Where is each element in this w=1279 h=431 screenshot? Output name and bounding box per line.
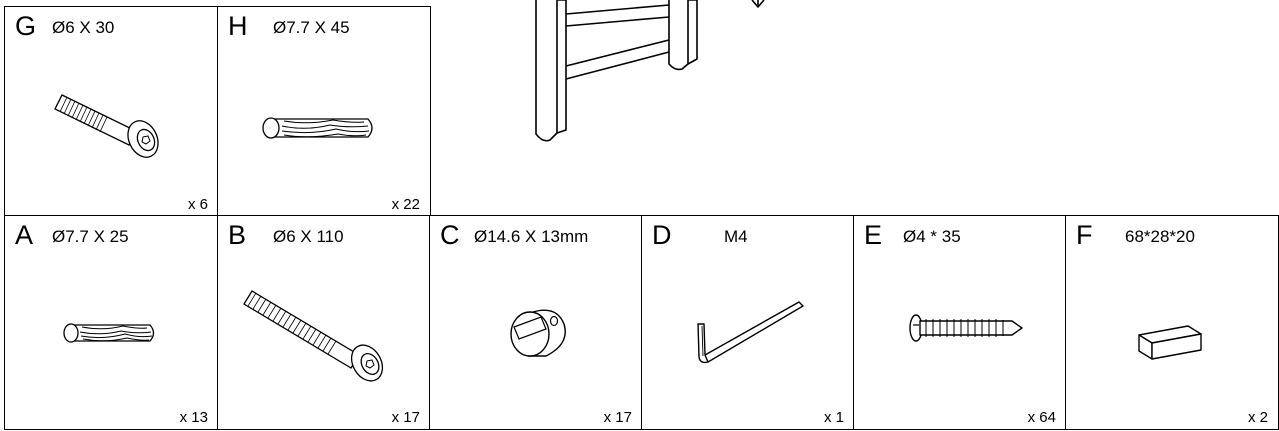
part-e-dimension: Ø4 * 35 <box>903 227 961 246</box>
part-h-card: H Ø7.7 X 45 x 22 <box>217 6 431 217</box>
bolt-icon <box>54 94 159 158</box>
part-g-quantity: x 6 <box>187 196 208 213</box>
part-a-card: A Ø7.7 X 25 x 13 <box>4 215 219 430</box>
part-c-dimension: Ø14.6 X 13mm <box>474 227 589 246</box>
part-a-dimension: Ø7.7 X 25 <box>52 227 129 246</box>
dowel-icon <box>262 117 373 139</box>
part-g-card: G Ø6 X 30 x 6 <box>4 6 219 217</box>
part-f-letter: F <box>1076 220 1093 250</box>
part-a-letter: A <box>15 220 34 250</box>
part-e-letter: E <box>864 220 883 250</box>
part-d-card: D M4 x 1 <box>641 215 855 430</box>
part-f-dimension: 68*28*20 <box>1125 227 1195 246</box>
furniture-sketch <box>535 0 765 142</box>
bolt-icon <box>243 290 384 382</box>
block-icon <box>1138 325 1202 360</box>
allen-key-icon <box>697 301 804 364</box>
part-c-card: C Ø14.6 X 13mm x 17 <box>429 215 643 430</box>
part-e-card: E Ø4 * 35 x 64 <box>853 215 1067 430</box>
part-g-dimension: Ø6 X 30 <box>52 18 115 37</box>
part-g-letter: G <box>15 11 37 41</box>
part-c-letter: C <box>440 220 460 250</box>
part-d-letter: D <box>652 220 672 250</box>
part-f-card: F 68*28*20 x 2 <box>1065 215 1279 430</box>
part-b-letter: B <box>228 220 247 250</box>
part-h-letter: H <box>228 11 248 41</box>
dowel-icon <box>63 323 155 343</box>
part-b-quantity: x 17 <box>391 409 420 426</box>
part-d-quantity: x 1 <box>823 409 844 426</box>
part-h-quantity: x 22 <box>391 196 420 213</box>
part-a-quantity: x 13 <box>179 409 208 426</box>
part-f-quantity: x 2 <box>1247 409 1268 426</box>
part-c-quantity: x 17 <box>603 409 632 426</box>
part-h-dimension: Ø7.7 X 45 <box>273 18 350 37</box>
part-b-dimension: Ø6 X 110 <box>273 227 344 246</box>
part-b-card: B Ø6 X 110 x 17 <box>217 215 431 430</box>
cam-nut-icon <box>510 309 566 357</box>
part-d-dimension: M4 <box>724 227 748 246</box>
part-e-quantity: x 64 <box>1027 409 1056 426</box>
screw-icon <box>909 314 1023 342</box>
